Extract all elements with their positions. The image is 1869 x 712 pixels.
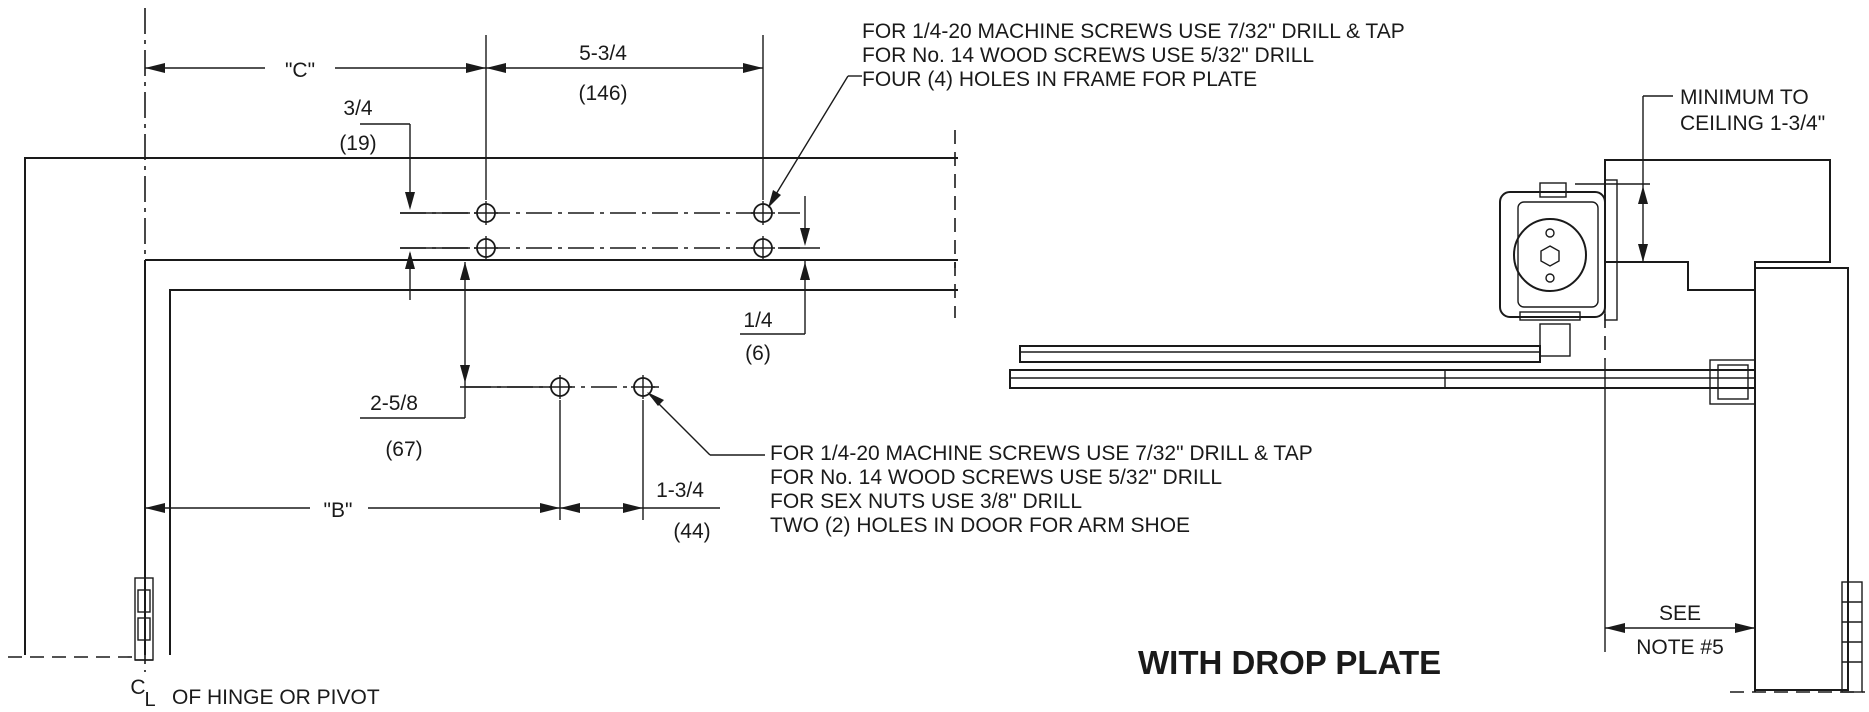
side-elevation: MINIMUM TO CEILING 1-3/4" SEE NOTE #5 [1009,86,1865,693]
dim-one-three-quarter-label: 1-3/4 [656,479,704,502]
ceiling-note-line-1: MINIMUM TO [1680,86,1809,109]
frame-note-line-3: FOUR (4) HOLES IN FRAME FOR PLATE [862,68,1257,91]
dim-one-quarter-label: 1/4 [743,309,773,332]
hinge-icon [134,577,154,661]
dim-five-three-quarter-label: 5-3/4 [579,42,627,65]
closer-body-icon [1499,179,1618,321]
jamb-hinge-icon [1841,581,1863,693]
dim-three-quarter-label: 3/4 [343,97,373,120]
hinge-symbol-l: L [144,689,155,711]
dim-three-quarter-mm: (19) [339,132,376,155]
frame-hole-icon [751,236,775,260]
door-note-line-1: FOR 1/4-20 MACHINE SCREWS USE 7/32" DRIL… [770,442,1313,465]
door-note-line-2: FOR No. 14 WOOD SCREWS USE 5/32" DRILL [770,466,1222,489]
frame-hole-icon [474,201,498,225]
dim-one-three-quarter-mm: (44) [673,520,710,543]
door-frame-template: "C" 5-3/4 (146) 3/4 (19) 1/4 (6) 2-5/8 [8,8,958,711]
frame-note-line-2: FOR No. 14 WOOD SCREWS USE 5/32" DRILL [862,44,1314,67]
door-note-leader [649,394,711,456]
frame-outline [24,157,958,655]
ceiling-note-line-2: CEILING 1-3/4" [1680,112,1825,135]
frame-hole-icon [751,201,775,225]
dim-two-five-eighths-label: 2-5/8 [370,392,418,415]
dim-b-label: "B" [324,499,353,522]
frame-hole-icon [474,236,498,260]
door-note-line-4: TWO (2) HOLES IN DOOR FOR ARM SHOE [770,514,1190,537]
drawing-title: WITH DROP PLATE [1138,644,1441,681]
see-note-line-2: NOTE #5 [1636,636,1724,659]
frame-note-line-1: FOR 1/4-20 MACHINE SCREWS USE 7/32" DRIL… [862,20,1405,43]
dim-one-quarter-mm: (6) [745,342,771,365]
door-hole-icon [631,375,655,399]
see-note-line-1: SEE [1659,602,1701,625]
door-note-line-3: FOR SEX NUTS USE 3/8" DRILL [770,490,1082,513]
door-outline [169,289,958,655]
hinge-symbol-c: C [130,676,145,699]
door-hole-icon [548,375,572,399]
closer-arm-icon [1009,323,1756,405]
hinge-label-text: OF HINGE OR PIVOT [172,686,380,709]
dim-two-five-eighths-mm: (67) [385,438,422,461]
frame-note-leader [769,75,849,205]
dim-five-three-quarter-mm: (146) [578,82,627,105]
frame-head-profile [1604,159,1831,291]
dim-c-label: "C" [285,59,315,82]
wall-jamb [1754,267,1849,691]
door-note: FOR 1/4-20 MACHINE SCREWS USE 7/32" DRIL… [770,442,1313,537]
frame-note: FOR 1/4-20 MACHINE SCREWS USE 7/32" DRIL… [862,20,1405,91]
